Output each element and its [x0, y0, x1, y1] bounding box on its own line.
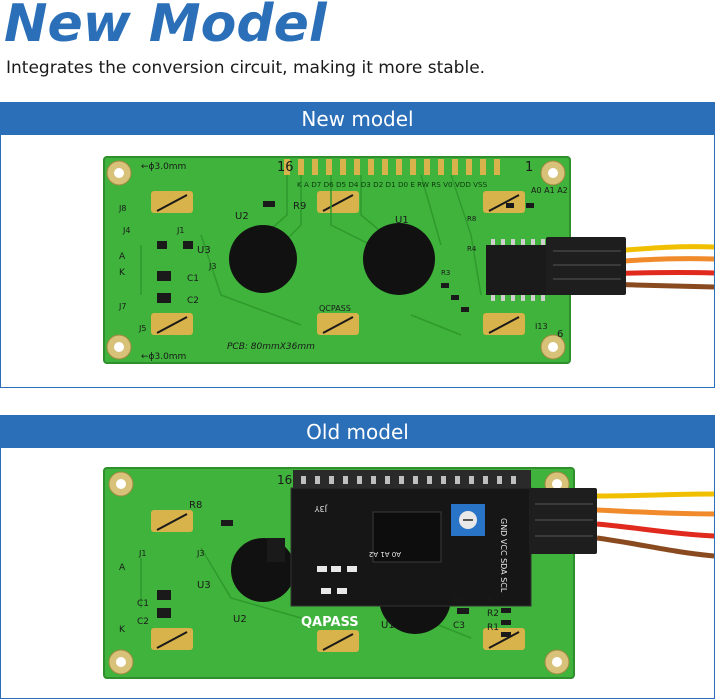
r8-label: R8 — [467, 215, 476, 223]
backlight-jumper — [267, 538, 285, 562]
4pin-connector — [546, 237, 626, 295]
header-pads — [284, 159, 500, 175]
chip-u2-blob — [231, 538, 295, 602]
4pin-connector — [529, 488, 597, 554]
r8-label: R8 — [189, 500, 202, 511]
old-model-header: Old model — [1, 416, 714, 448]
pin-names: K A D7 D6 D5 D4 D3 D2 D1 D0 E RW RS V0 V… — [297, 180, 488, 189]
hole-bottom-label: ←ϕ3.0mm — [141, 352, 186, 362]
new-model-board-photo: 16 1 K A D7 D6 D5 D4 D3 D2 D1 D0 E RW RS… — [103, 156, 714, 364]
smd-components — [157, 201, 534, 312]
a-label: A — [119, 563, 126, 573]
j5-label: J5 — [138, 324, 146, 333]
page-subtitle: Integrates the conversion circuit, makin… — [6, 58, 486, 78]
j4-label: J4 — [122, 226, 130, 235]
smd-components — [317, 566, 357, 594]
c1-label: C1 — [187, 274, 199, 284]
r4-label: R4 — [467, 245, 477, 253]
u2-label: U2 — [235, 211, 249, 222]
pin-1-label: 1 — [525, 160, 533, 175]
c2-label: C2 — [137, 617, 149, 627]
page-title: New Model — [4, 0, 327, 54]
chip-u2-blob — [229, 225, 297, 293]
new-model-header: New model — [1, 103, 714, 135]
j3-label: J3 — [208, 262, 216, 271]
pin6-label: 6 — [557, 329, 563, 340]
r3-label: R3 — [441, 269, 450, 277]
pin-16-label: 16 — [277, 160, 294, 175]
a-label: A — [119, 252, 126, 262]
jumper-label: J3Y — [315, 504, 328, 513]
backpack-header — [293, 470, 531, 488]
module-pins-label: GND VCC SDA SCL — [499, 518, 508, 593]
j8-label: J8 — [118, 204, 126, 213]
u3-label: U3 — [197, 580, 211, 591]
r2-label: R2 — [487, 609, 499, 619]
k-label: K — [119, 625, 126, 635]
j3-label: J3 — [196, 549, 204, 558]
io-expander-chip — [372, 511, 442, 563]
u2-label: U2 — [233, 614, 247, 625]
r9-label: R9 — [293, 201, 306, 212]
c3-label: C3 — [453, 621, 465, 631]
k-label: K — [119, 268, 126, 278]
r5-label: R5 — [453, 595, 464, 604]
module-addr-label: A0 A1 A2 — [369, 550, 401, 558]
qc-label: QAPASS — [301, 615, 359, 630]
c1-label: C1 — [137, 599, 149, 609]
old-model-panel: Old model — [0, 415, 715, 699]
qc-label: QCPASS — [319, 304, 351, 313]
pcb-size-label: PCB: 80mmX36mm — [227, 342, 315, 352]
old-model-board-photo: 16 QAPASS U1 U2 U3 R8 GND VCC SDA SCL A0… — [103, 467, 714, 679]
j1-label: J1 — [176, 226, 184, 235]
u1-label: U1 — [381, 620, 395, 631]
u1-label: U1 — [395, 215, 409, 226]
r1-label: R1 — [487, 623, 499, 633]
c2-label: C2 — [187, 296, 199, 306]
chip-u1-blob — [363, 223, 435, 295]
new-model-panel: New model — [0, 102, 715, 388]
addr-label: A0 A1 A2 — [531, 186, 568, 195]
pin-16-label: 16 — [277, 473, 292, 487]
j7-label: J7 — [118, 302, 126, 311]
hole-top-label: ←ϕ3.0mm — [141, 162, 186, 172]
r3-label: R3 — [487, 595, 499, 605]
u3-label: U3 — [197, 245, 211, 256]
io-expander-chip — [486, 245, 556, 295]
i13-label: I13 — [535, 322, 548, 331]
old-model-wires — [596, 491, 714, 559]
j1-label: J1 — [138, 549, 146, 558]
